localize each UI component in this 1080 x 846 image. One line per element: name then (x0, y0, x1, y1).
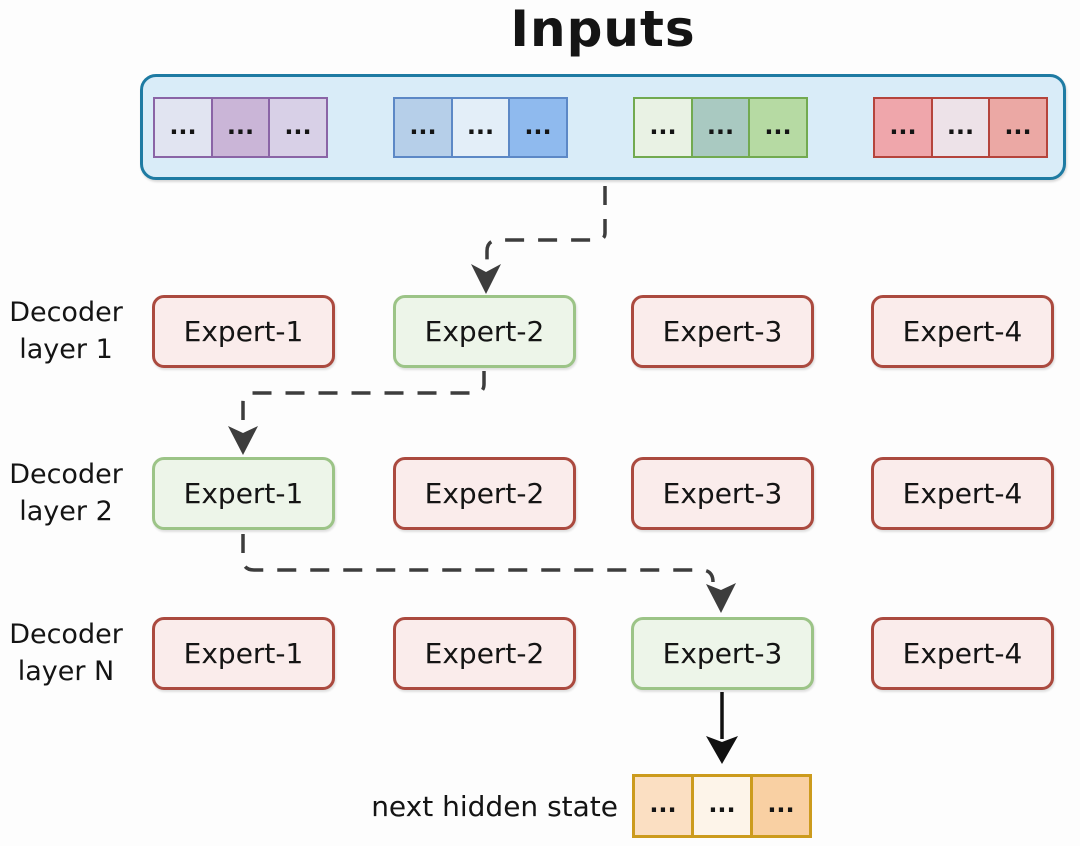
row-label-decoder-layer-1: Decoder layer 1 (2, 295, 130, 368)
layer2-expert-1-selected: Expert-1 (152, 457, 335, 530)
expert-label: Expert-2 (424, 637, 545, 670)
layerN-expert-3-selected: Expert-3 (631, 617, 814, 690)
purple-token-group: ... ... ... (153, 97, 328, 158)
token-cell: ... (268, 97, 328, 158)
row-label-line: Decoder (9, 619, 123, 651)
layerN-expert-2: Expert-2 (393, 617, 576, 690)
layer1-expert-4: Expert-4 (871, 295, 1054, 368)
ellipsis-text: ... (764, 111, 792, 140)
layer1-expert-3: Expert-3 (631, 295, 814, 368)
expert-label: Expert-3 (662, 637, 783, 670)
arrowhead-lNe3 (706, 583, 736, 613)
ellipsis-text: ... (706, 111, 735, 140)
row-label-line: Decoder (9, 297, 123, 329)
layerN-expert-4: Expert-4 (871, 617, 1054, 690)
row-label-line: Decoder (9, 459, 123, 491)
token-cell: ... (508, 97, 568, 158)
ellipsis-text: ... (946, 111, 975, 140)
ellipsis-text: ... (1004, 111, 1032, 140)
ellipsis-text: ... (284, 111, 312, 140)
expert-label: Expert-4 (902, 637, 1023, 670)
routing-arrow-inputs-to-l1e2 (485, 186, 607, 264)
row-label-line: layer N (17, 655, 115, 687)
row-label-decoder-layer-2: Decoder layer 2 (2, 457, 130, 530)
routing-arrow-l2e1-to-lNe3 (241, 534, 715, 583)
expert-label: Expert-1 (183, 477, 304, 510)
ellipsis-text: ... (708, 790, 736, 818)
row-label-decoder-layer-n: Decoder layer N (2, 617, 130, 690)
token-cell: ... (988, 97, 1048, 158)
ellipsis-text: ... (649, 790, 677, 818)
token-cell: ... (748, 97, 808, 158)
token-cell: ... (690, 97, 751, 158)
layer2-expert-4: Expert-4 (871, 457, 1054, 530)
blue-token-group: ... ... ... (393, 97, 568, 158)
ellipsis-text: ... (466, 111, 495, 140)
row-label-line: layer 2 (19, 495, 113, 527)
expert-label: Expert-3 (662, 315, 783, 348)
ellipsis-text: ... (409, 111, 437, 140)
ellipsis-text: ... (649, 111, 677, 140)
expert-label: Expert-2 (424, 477, 545, 510)
next-hidden-state-label: next hidden state (371, 789, 618, 823)
token-cell: ... (210, 97, 271, 158)
ellipsis-text: ... (889, 111, 917, 140)
token-cell: ... (930, 97, 991, 158)
expert-label: Expert-1 (183, 315, 304, 348)
layerN-expert-1: Expert-1 (152, 617, 335, 690)
token-cell: ... (750, 774, 812, 838)
token-cell: ... (393, 97, 453, 158)
next-hidden-state-tokens: ... ... ... (632, 774, 812, 838)
token-cell: ... (153, 97, 213, 158)
expert-label: Expert-3 (662, 477, 783, 510)
arrowhead-l2e1 (228, 426, 258, 455)
layer1-expert-1: Expert-1 (152, 295, 335, 368)
expert-label: Expert-4 (902, 315, 1023, 348)
routing-arrow-l1e2-to-l2e1 (241, 371, 486, 426)
token-cell: ... (873, 97, 933, 158)
ellipsis-text: ... (524, 111, 552, 140)
arrowhead-next-hidden-state (706, 736, 738, 764)
token-cell: ... (632, 774, 694, 838)
expert-label: Expert-1 (183, 637, 304, 670)
token-cell: ... (691, 774, 753, 838)
diagram-title: Inputs (510, 0, 696, 58)
layer1-expert-2-selected: Expert-2 (393, 295, 576, 368)
arrowhead-l1e2 (471, 264, 501, 294)
ellipsis-text: ... (169, 111, 197, 140)
expert-label: Expert-4 (902, 477, 1023, 510)
expert-label: Expert-2 (424, 315, 545, 348)
token-cell: ... (450, 97, 511, 158)
layer2-expert-3: Expert-3 (631, 457, 814, 530)
red-token-group: ... ... ... (873, 97, 1048, 158)
green-token-group: ... ... ... (633, 97, 808, 158)
ellipsis-text: ... (226, 111, 255, 140)
token-cell: ... (633, 97, 693, 158)
layer2-expert-2: Expert-2 (393, 457, 576, 530)
row-label-line: layer 1 (19, 333, 113, 365)
ellipsis-text: ... (767, 790, 795, 818)
